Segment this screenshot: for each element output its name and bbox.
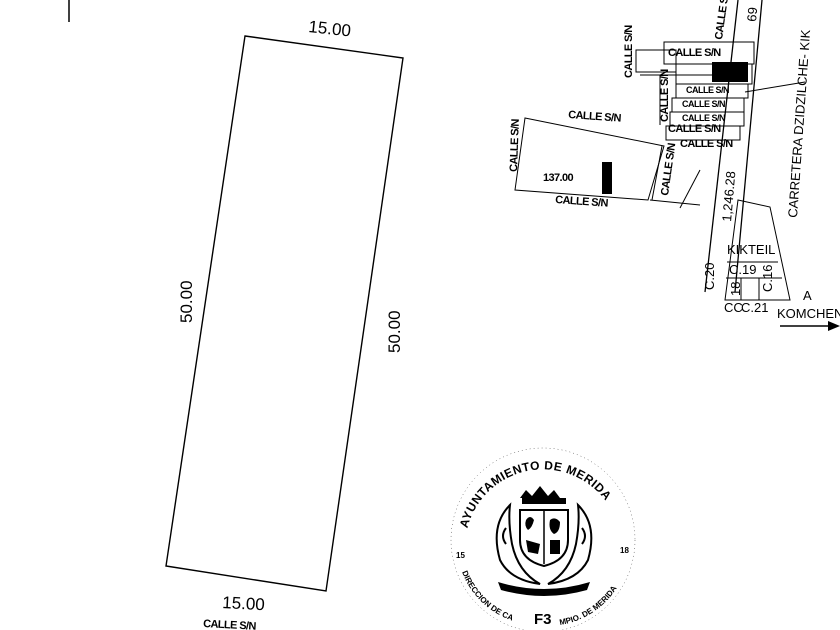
street-c16: C.16 bbox=[760, 265, 775, 292]
seal-code: F3 bbox=[534, 611, 552, 628]
street-label-12: CALLE S/N bbox=[555, 194, 609, 210]
street-label-9: CALLE S/N bbox=[568, 109, 622, 125]
road-edge-left bbox=[704, 0, 739, 293]
road-leader bbox=[744, 81, 806, 93]
street-label-4: CALLE S/N bbox=[659, 69, 671, 122]
street-label-2: CALLE S/N bbox=[623, 25, 635, 78]
road-edge-right bbox=[734, 0, 763, 293]
small-lot-marker bbox=[602, 162, 612, 194]
street-c21: C.21 bbox=[741, 300, 768, 315]
komchen-arrow-icon bbox=[828, 321, 840, 331]
lot-right-length: 50.00 bbox=[385, 310, 404, 353]
street-label-7: CALLE S/N bbox=[682, 113, 725, 123]
street-label-1: CALLE S/N bbox=[668, 47, 721, 59]
municipal-seal: AYUNTAMIENTO DE MERIDA DIRECCION DE CA M… bbox=[450, 447, 636, 630]
leader-line bbox=[679, 169, 701, 209]
street-cc: CC bbox=[724, 300, 743, 315]
street-c18: 18 bbox=[728, 282, 743, 296]
number-69: 69 bbox=[744, 7, 760, 23]
road-name: CARRETERA DZIDZILCHE- KIK bbox=[785, 29, 813, 218]
street-c20: C.20 bbox=[702, 263, 717, 290]
lot-top-width: 15.00 bbox=[308, 17, 352, 40]
street-label-11: CALLE S/N bbox=[659, 142, 678, 196]
big-block bbox=[514, 117, 665, 201]
block-2 bbox=[635, 49, 677, 73]
direction-a: A bbox=[803, 288, 812, 303]
seal-outer-ring bbox=[450, 447, 636, 630]
street-c19: C.19 bbox=[729, 262, 756, 277]
seal-year-left: 15 bbox=[456, 551, 465, 560]
street-label-13: CALLE S/N bbox=[668, 123, 721, 135]
block-7 bbox=[665, 125, 741, 141]
street-line-3 bbox=[649, 199, 701, 206]
street-label-6: CALLE S/N bbox=[682, 99, 725, 109]
lot-outline bbox=[165, 35, 404, 592]
highlighted-lot bbox=[712, 62, 748, 82]
kikteil-block bbox=[724, 199, 791, 301]
lot-bottom-width: 15.00 bbox=[222, 593, 265, 614]
location-map: CALLE S/N CALLE S/N CALLE S/N CALLE S/N … bbox=[508, 0, 840, 331]
seal-bottom-left-text: DIRECCION DE CA bbox=[460, 569, 515, 622]
street-label-5: CALLE S/N bbox=[686, 85, 729, 95]
street-label-8: CALLE S/N bbox=[680, 138, 733, 150]
lot-bottom-street: CALLE S/N bbox=[203, 618, 257, 630]
distance-137: 137.00 bbox=[543, 172, 574, 184]
town-kikteil: KIKTEIL bbox=[727, 242, 775, 257]
lot-left-length: 50.00 bbox=[177, 280, 196, 323]
street-label-3: CALLE S/N bbox=[713, 0, 732, 40]
street-label-10: CALLE S/N bbox=[508, 118, 522, 172]
distance-1246: 1,246.28 bbox=[719, 171, 738, 223]
town-komchen: KOMCHEN bbox=[777, 306, 840, 321]
seal-year-right: 18 bbox=[620, 546, 629, 555]
big-block-edge bbox=[651, 145, 663, 201]
coat-of-arms-icon bbox=[495, 486, 593, 596]
